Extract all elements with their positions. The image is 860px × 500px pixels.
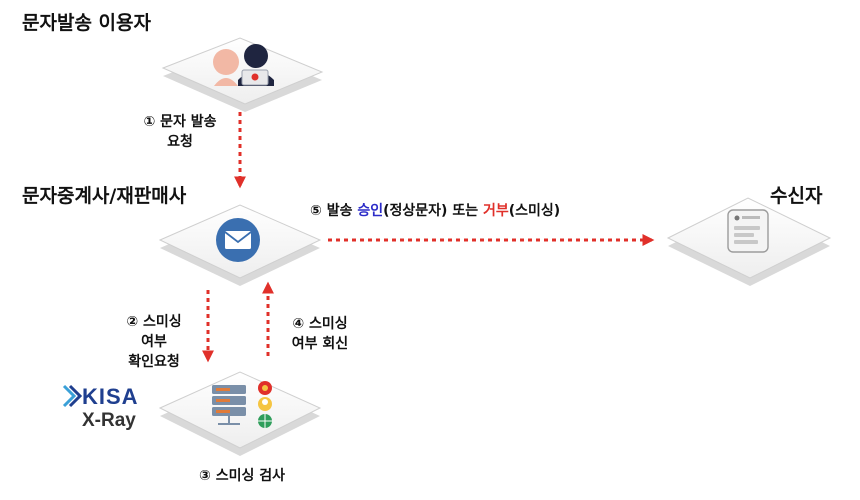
step5-prefix: ⑤ 발송 [310, 203, 358, 219]
step2-line2: 여부 [141, 334, 167, 350]
step2-line1: ② 스미싱 [126, 314, 182, 330]
step5-label: ⑤ 발송 승인(정상문자) 또는 거부(스미싱) [310, 201, 560, 221]
virus-icon [258, 381, 272, 395]
xray-label: X-Ray [82, 410, 136, 431]
kisa-wordmark: KISA [82, 384, 139, 409]
step5-reject: 거부 [482, 203, 509, 219]
person-icon [258, 397, 272, 411]
step5-mid: (정상문자) 또는 [383, 203, 483, 219]
step3-label: ③ 스미싱 검사 [198, 468, 285, 484]
relay-title: 문자중계사/재판매사 [22, 185, 187, 207]
mail-icon [216, 218, 260, 262]
step2-label: ② 스미싱 여부 확인요청 [108, 312, 200, 372]
sender-title: 문자발송 이용자 [22, 12, 151, 34]
step4-line2: 여부 회신 [291, 336, 349, 352]
step4-label: ④ 스미싱 여부 회신 [274, 314, 366, 354]
step5-suffix: (스미싱) [508, 203, 561, 219]
step2-line3: 확인요청 [128, 354, 180, 370]
step1-line2: 요청 [167, 134, 193, 150]
kisa-logo-mark [62, 384, 83, 408]
step1-line1: ① 문자 발송 [143, 114, 217, 130]
step1-label: ① 문자 발송 요청 [126, 112, 234, 152]
globe-icon [258, 414, 272, 428]
receiver-title: 수신자 [770, 185, 823, 207]
step4-line1: ④ 스미싱 [292, 316, 348, 332]
server-icon [212, 385, 246, 425]
step5-approve: 승인 [357, 203, 384, 219]
phone-icon [727, 209, 769, 253]
hacker-icon [213, 44, 274, 86]
